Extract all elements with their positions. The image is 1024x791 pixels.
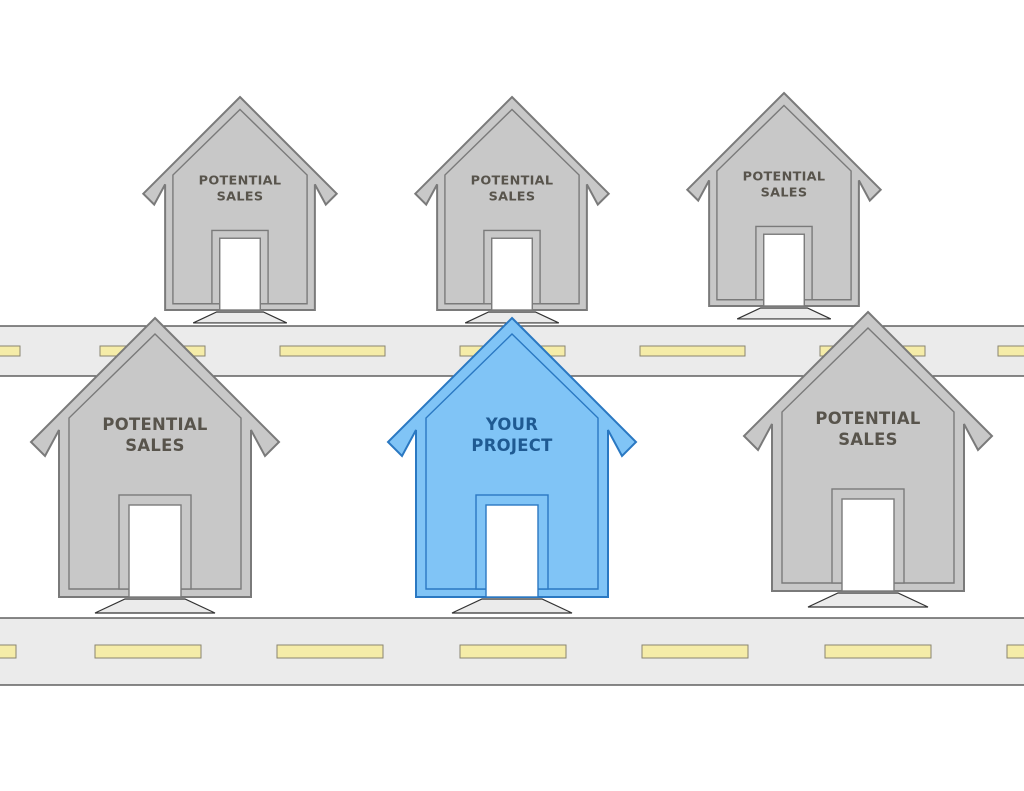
house-label-line-1: POTENTIAL <box>471 173 554 188</box>
house-potential-sales: POTENTIAL SALES <box>742 310 994 608</box>
houses: POTENTIAL SALES POTENTIAL SALES POTENTIAL SAL… <box>29 91 994 614</box>
house-label-line-1: YOUR <box>485 415 538 434</box>
lane-marking <box>639 345 746 357</box>
lane-marking <box>997 345 1024 357</box>
lane-marking <box>0 345 21 357</box>
lane-marking <box>1006 644 1024 659</box>
house-label-line-1: POTENTIAL <box>199 173 282 188</box>
house-label-line-2: SALES <box>125 436 184 455</box>
house-step <box>807 592 929 608</box>
house-door <box>841 498 895 592</box>
lane-marking <box>279 345 386 357</box>
house-label-line-2: SALES <box>761 186 808 201</box>
house-your-project: YOUR PROJECT <box>386 316 638 614</box>
house-door <box>219 237 261 311</box>
road-2 <box>0 617 1024 686</box>
house-door <box>128 504 182 598</box>
house-label-line-2: SALES <box>838 430 897 449</box>
house-label-line-1: POTENTIAL <box>815 409 920 428</box>
house-step <box>451 598 573 614</box>
house-step <box>94 598 216 614</box>
lane-marking <box>94 644 202 659</box>
lane-marking <box>0 644 17 659</box>
lane-marking <box>276 644 384 659</box>
house-potential-sales: POTENTIAL SALES <box>141 95 339 324</box>
house-step <box>192 311 288 324</box>
lane-marking <box>824 644 932 659</box>
house-label-line-2: SALES <box>217 190 264 205</box>
house-door <box>485 504 539 598</box>
lane-marking <box>641 644 749 659</box>
house-potential-sales: POTENTIAL SALES <box>29 316 281 614</box>
house-label-line-2: SALES <box>489 190 536 205</box>
house-door <box>763 233 805 307</box>
house-door <box>491 237 533 311</box>
house-label-line-2: PROJECT <box>471 436 553 455</box>
house-label-line-1: POTENTIAL <box>743 169 826 184</box>
house-label-line-1: POTENTIAL <box>102 415 207 434</box>
house-potential-sales: POTENTIAL SALES <box>685 91 883 320</box>
lane-marking <box>459 644 567 659</box>
house-potential-sales: POTENTIAL SALES <box>413 95 611 324</box>
house-step <box>736 307 832 320</box>
